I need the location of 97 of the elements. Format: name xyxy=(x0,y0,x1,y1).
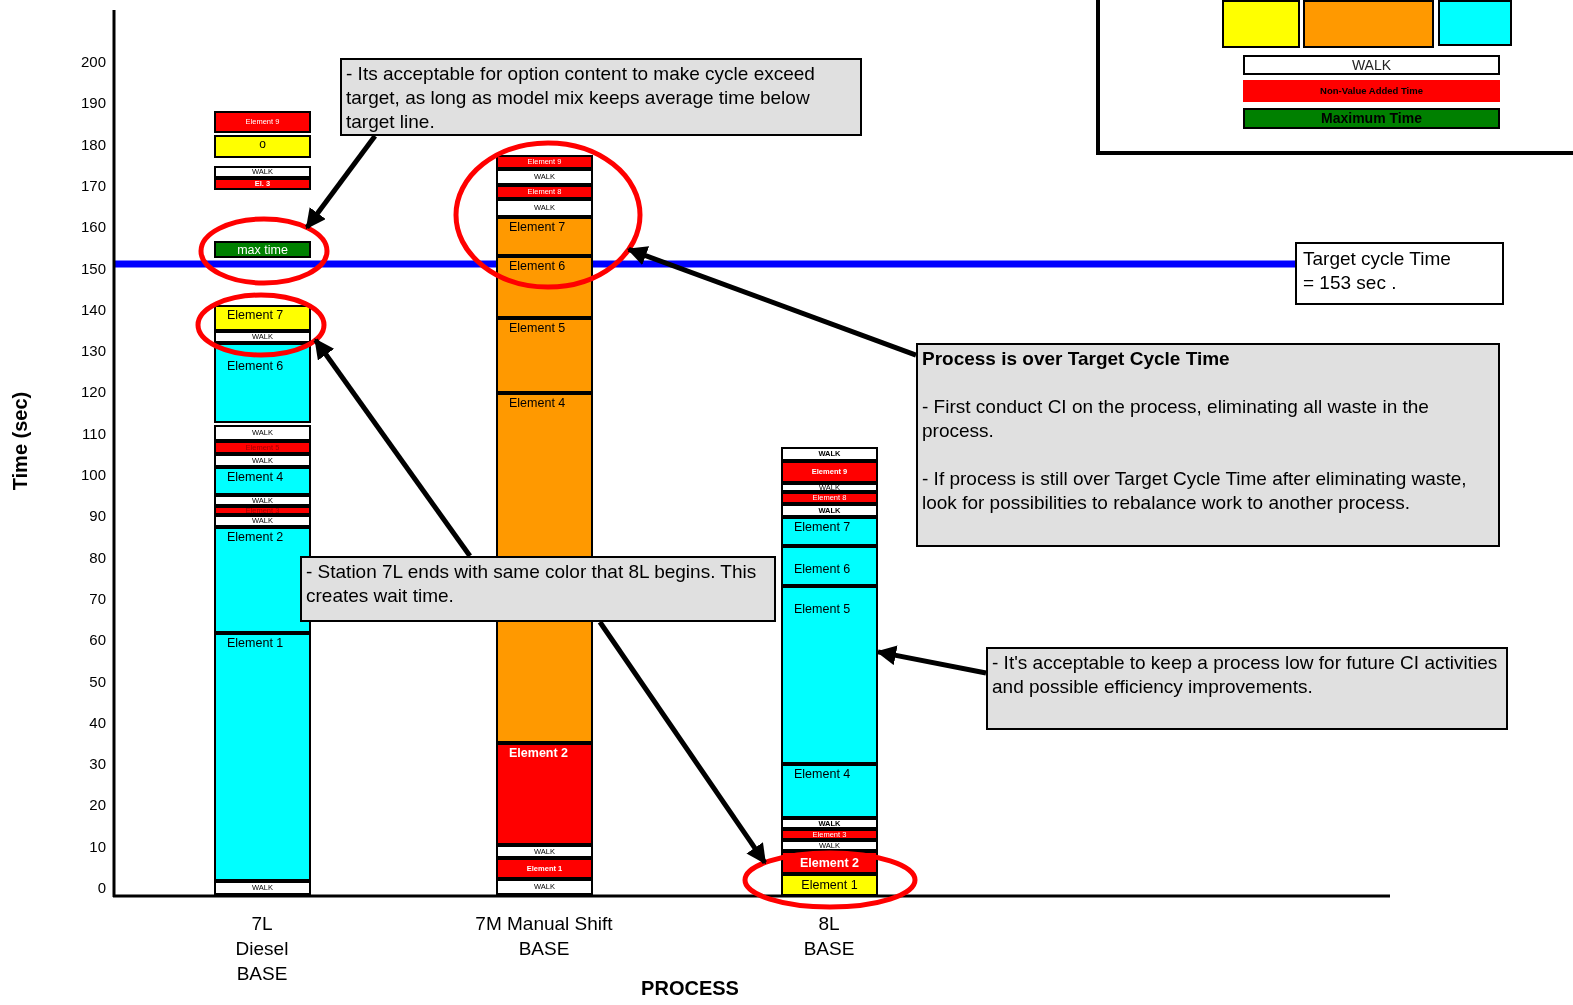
bar-segment xyxy=(214,454,311,467)
tick-label: 140 xyxy=(79,300,106,319)
segment-label: Element 5 xyxy=(794,602,851,616)
highlight-ellipse xyxy=(742,850,918,910)
segment-label: Element 1 xyxy=(227,636,284,650)
segment-label: Element 4 xyxy=(509,396,566,410)
callout-box xyxy=(986,647,1508,730)
bar-segment xyxy=(781,461,878,483)
arrow xyxy=(597,620,767,865)
callout-tooltip xyxy=(300,556,776,622)
segment-label: Element 6 xyxy=(227,359,284,373)
callout-text: - If process is still over Target Cycle Time after eliminating waste, look for possibilities to rebalance work to another process. xyxy=(922,467,1468,515)
callout-text: Target cycle Time = 153 sec . xyxy=(1303,247,1452,295)
segment-label: Element 4 xyxy=(794,767,851,781)
bar-segment xyxy=(781,764,878,818)
segment-label: Element 7 xyxy=(509,220,566,234)
category-label: 7L Diesel BASE xyxy=(234,912,290,986)
segment-label: Element 2 xyxy=(509,746,569,760)
tick-label: 170 xyxy=(79,176,106,195)
category-label: 8L BASE xyxy=(802,912,856,961)
callout-text: - Its acceptable for option content to make cycle exceed target, as long as model mix keeps average time below target line. xyxy=(346,62,816,134)
segment-label: Element 5 xyxy=(509,321,566,335)
segment-label: Element 4 xyxy=(227,470,284,484)
arrow xyxy=(313,338,472,558)
segment-label: Element 2 xyxy=(227,530,284,544)
bar-segment xyxy=(214,515,311,527)
callout-text: - It's acceptable to keep a process low for future CI activities and possible efficiency improvements. xyxy=(992,651,1499,699)
bar-segment xyxy=(781,483,878,492)
segment-label: Element 1 xyxy=(800,878,859,892)
bar-segment xyxy=(214,467,311,495)
callout-heading: Process is over Target Cycle Time xyxy=(922,347,1231,371)
arrow xyxy=(876,645,987,676)
axis-title: Time (sec) xyxy=(9,390,31,493)
bar-segment xyxy=(781,447,878,461)
tick-label: 180 xyxy=(79,135,106,154)
tick-label: 60 xyxy=(88,631,106,650)
bar-segment xyxy=(214,441,311,454)
tick-label: 50 xyxy=(88,672,106,691)
segment-label: Element 6 xyxy=(509,259,566,273)
callout-box xyxy=(916,343,1500,547)
segment-label: Element 6 xyxy=(794,562,851,576)
segment-label: Element 7 xyxy=(227,308,284,322)
callout-text: - First conduct CI on the process, eliminating all waste in the process. xyxy=(922,395,1430,443)
tick-label: 20 xyxy=(88,796,106,815)
tick-label: 200 xyxy=(79,53,106,71)
bar-segment xyxy=(214,166,311,178)
callout-box xyxy=(340,58,862,136)
bar-segment xyxy=(214,111,311,133)
bar-segment xyxy=(496,858,593,879)
bar-segment xyxy=(214,343,311,423)
bar-segment xyxy=(496,845,593,858)
bar-segment xyxy=(781,818,878,829)
bar-segment xyxy=(781,586,878,764)
highlight-ellipse xyxy=(198,216,330,286)
tick-label: 80 xyxy=(88,548,106,567)
tick-label: 190 xyxy=(79,94,106,113)
segment-label: Element 7 xyxy=(794,520,851,534)
highlight-ellipse xyxy=(195,292,327,358)
bar-segment xyxy=(781,840,878,851)
bar-segment xyxy=(781,504,878,517)
segment-label: o xyxy=(258,137,267,151)
bar-segment xyxy=(214,881,311,895)
tick-label: 70 xyxy=(88,589,106,608)
bar-segment xyxy=(781,517,878,546)
tick-label: 10 xyxy=(88,837,106,856)
legend-text: Maximum Time xyxy=(1320,110,1423,127)
axis-title: PROCESS xyxy=(640,976,740,1000)
legend-text: WALK xyxy=(1350,57,1393,73)
bar-segment xyxy=(496,743,593,845)
arrow xyxy=(304,134,377,230)
tick-label: 90 xyxy=(88,507,106,526)
bar-segment xyxy=(214,633,311,881)
tick-label: 160 xyxy=(79,218,106,237)
bar-segment xyxy=(781,546,878,586)
segment-label: Element 2 xyxy=(798,856,861,870)
bar-segment xyxy=(214,425,311,441)
highlight-ellipse xyxy=(453,140,643,290)
tick-label: 100 xyxy=(79,466,106,484)
category-label: 7M Manual Shift BASE xyxy=(474,912,614,961)
bar-segment xyxy=(496,256,593,318)
tick-label: 150 xyxy=(79,259,106,278)
legend-text: Non-Value Added Time xyxy=(1319,84,1424,98)
bar-segment xyxy=(214,178,311,190)
bar-segment xyxy=(214,135,311,158)
arrow xyxy=(626,246,917,358)
tick-label: 40 xyxy=(88,713,106,732)
callout-text: - Station 7L ends with same color that 8L begins. This creates wait time. xyxy=(306,560,758,608)
tick-label: 110 xyxy=(81,424,106,443)
tick-label: 130 xyxy=(79,342,106,361)
tick-label: 120 xyxy=(79,383,106,402)
bar-segment xyxy=(214,495,311,506)
target-box xyxy=(1295,242,1504,305)
bar-segment xyxy=(496,879,593,895)
bar-segment xyxy=(781,492,878,504)
tick-label: 0 xyxy=(96,879,106,897)
tick-label: 30 xyxy=(88,755,106,774)
bar-segment xyxy=(496,318,593,393)
